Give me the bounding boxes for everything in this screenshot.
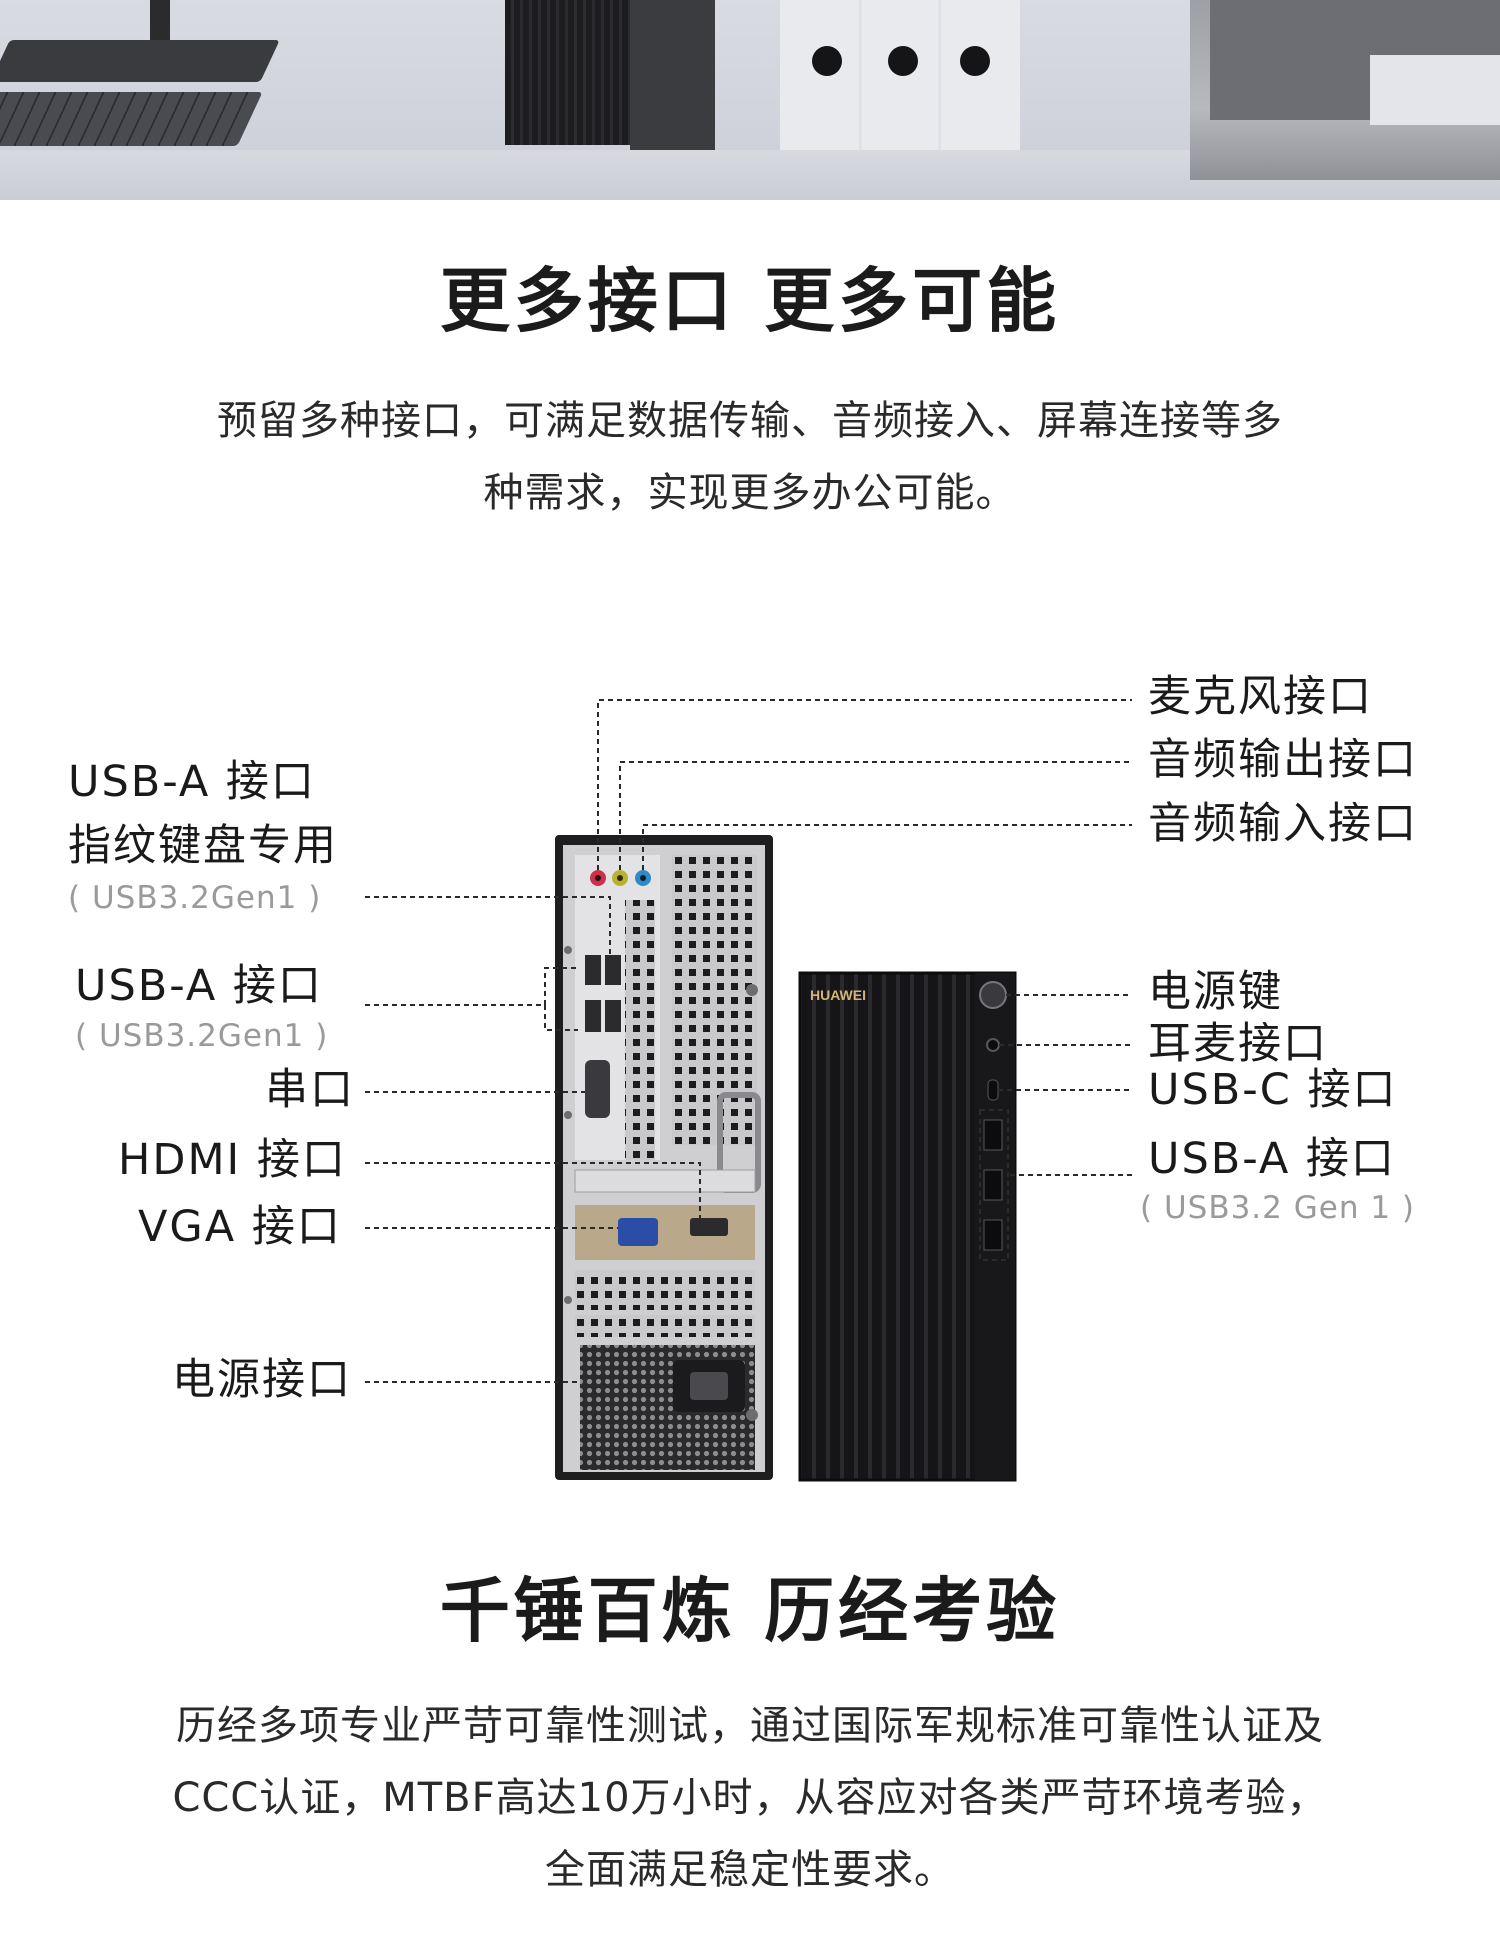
brand-logo: HUAWEI [810,987,866,1003]
binder-hole [888,46,918,76]
usb-port [585,1000,601,1032]
label-usb-a-spec: ( USB3.2Gen1 ) [75,1018,329,1054]
binders [780,0,1020,150]
label-usb-a-fingerprint-spec: ( USB3.2Gen1 ) [68,880,322,916]
label-usb-a: USB-A 接口 [75,961,323,1011]
desktop-tower [505,0,630,145]
label-headset: 耳麦接口 [1148,1019,1328,1069]
usb-port [605,1000,621,1032]
shelf-cube [1370,55,1500,125]
label-power-button: 电源键 [1148,967,1283,1017]
label-usb-a-front: USB-A 接口 [1148,1134,1396,1184]
usb-a-front-port [983,1169,1003,1201]
hdmi-port [690,1218,728,1236]
section-title-ports: 更多接口 更多可能 [439,260,1061,342]
usb-port [585,955,601,985]
binder-hole [812,46,842,76]
section-title-reliability: 千锤百炼 历经考验 [439,1570,1061,1652]
section-description-reliability: 历经多项专业严苛可靠性测试，通过国际军规标准可靠性认证及 CCC认证，MTBF高… [80,1690,1420,1906]
label-usb-a-front-spec: ( USB3.2 Gen 1 ) [1140,1190,1416,1226]
serial-port [585,1060,610,1118]
binder-hole [960,46,990,76]
usb-a-front-port [983,1219,1003,1251]
usb-c-port [987,1079,999,1101]
description-line: 预留多种接口，可满足数据传输、音频接入、屏幕连接等多 [217,398,1283,444]
section-description-ports: 预留多种接口，可满足数据传输、音频接入、屏幕连接等多 种需求，实现更多办公可能。 [80,385,1420,529]
desktop-tower-side [630,0,715,150]
label-usb-a-fingerprint-desc: 指纹键盘专用 [68,821,338,871]
label-power-port: 电源接口 [172,1355,352,1405]
label-vga: VGA 接口 [138,1202,342,1252]
headset-jack [986,1038,1000,1052]
label-mic: 麦克风接口 [1148,672,1373,722]
description-line: 历经多项专业严苛可靠性测试，通过国际军规标准可靠性认证及 [176,1703,1324,1749]
label-hdmi: HDMI 接口 [118,1135,347,1185]
power-button [979,981,1007,1009]
usb-port [605,955,621,985]
label-serial: 串口 [265,1065,355,1115]
hero-photo [0,0,1500,200]
description-line: 全面满足稳定性要求。 [545,1847,955,1893]
vga-port [618,1218,658,1246]
usb-a-front-port [983,1119,1003,1151]
description-line: 种需求，实现更多办公可能。 [483,470,1017,516]
tower-rear-panel [555,835,773,1480]
description-line: CCC认证，MTBF高达10万小时，从容应对各类严苛环境考验， [172,1775,1328,1821]
label-usb-c: USB-C 接口 [1148,1065,1398,1115]
tower-front-panel: HUAWEI [798,971,1017,1482]
label-audio-in: 音频输入接口 [1148,799,1418,849]
callout-lines [365,699,1132,1383]
label-audio-out: 音频输出接口 [1148,735,1418,785]
label-usb-a-fingerprint: USB-A 接口 [68,757,316,807]
